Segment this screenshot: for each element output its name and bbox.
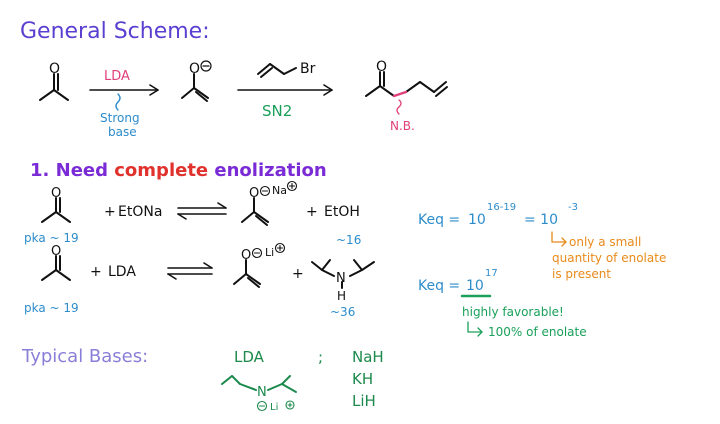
diisopropylamine-structure <box>311 259 375 289</box>
amine-h-label: H <box>337 289 346 303</box>
equilibrium-arrows-b <box>167 262 213 280</box>
new-bond-highlight <box>392 90 408 98</box>
enolate-b-negative-icon <box>251 247 263 259</box>
lda-positive-icon <box>285 400 295 410</box>
acetone-structure <box>39 73 69 101</box>
note-arrow-a <box>551 231 567 247</box>
section-heading: 1. Need complete enolization <box>30 160 327 181</box>
acetone-b <box>41 255 71 281</box>
enolate-a <box>241 197 269 226</box>
pka-right-a: ~16 <box>336 233 361 247</box>
svg-text:10: 10 <box>468 212 486 228</box>
note-a-line3: is present <box>552 267 611 281</box>
note-a-line2: quantity of enolate <box>552 251 666 265</box>
enolate-b-oxygen: O <box>241 248 251 263</box>
strong-base-note-1: Strong <box>100 111 140 125</box>
acetone-b-oxygen: O <box>51 244 61 259</box>
acetone-a <box>41 197 71 223</box>
base-nah: NaH <box>352 348 384 366</box>
acetone-a-oxygen: O <box>51 186 61 201</box>
enolate-oxygen: O <box>189 61 200 77</box>
reagent-lda-label: LDA <box>104 69 130 84</box>
pka-left-b: pka ~ 19 <box>24 301 79 315</box>
sodium-counterion: Na <box>272 184 287 197</box>
svg-text:17: 17 <box>485 268 498 279</box>
enolate-b <box>233 259 261 288</box>
sn2-label: SN2 <box>262 102 292 120</box>
base-lda: LDA <box>108 264 136 280</box>
page-title: General Scheme: <box>20 19 210 44</box>
new-bond-note: N.B. <box>390 119 415 133</box>
base-lih: LiH <box>352 392 376 410</box>
enolate-structure <box>181 73 209 102</box>
plus-b-2: + <box>292 266 304 282</box>
lda-negative-icon <box>256 400 268 412</box>
pka-left-a: pka ~ 19 <box>24 231 79 245</box>
base-etona: EtONa <box>118 204 162 220</box>
negative-charge-icon <box>200 60 212 72</box>
strong-base-note-2: base <box>108 125 137 139</box>
lda-li-label: Li <box>270 402 278 413</box>
sodium-positive-icon <box>286 180 298 192</box>
pka-right-b: ~36 <box>330 305 355 319</box>
product-oxygen: O <box>376 59 387 75</box>
reaction-arrow-1 <box>89 84 159 96</box>
oxygen-label: O <box>49 61 60 77</box>
note-b-line1: highly favorable! <box>462 305 564 319</box>
squiggle-mark <box>115 93 121 111</box>
amine-n-label: N <box>336 271 346 286</box>
allyl-bromide-structure <box>257 63 297 78</box>
lithium-positive-icon <box>274 242 286 254</box>
lithium-counterion: Li <box>265 246 274 259</box>
svg-text:10: 10 <box>466 278 484 294</box>
plus-a-2: + <box>306 204 318 220</box>
note-arrow-b <box>467 321 483 337</box>
svg-text:-3: -3 <box>568 202 578 213</box>
new-bond-squiggle <box>396 99 402 115</box>
svg-text:= 10: = 10 <box>524 212 558 228</box>
base-lda-green: LDA <box>234 348 265 366</box>
enolate-a-oxygen: O <box>249 186 259 201</box>
byproduct-etoh: EtOH <box>324 204 360 220</box>
product-structure <box>365 71 448 97</box>
svg-text:Keq =: Keq = <box>418 212 460 228</box>
enolate-a-negative-icon <box>259 185 271 197</box>
typical-bases-heading: Typical Bases: <box>21 346 148 367</box>
base-kh: KH <box>352 370 373 388</box>
note-a-line1: only a small <box>569 235 641 249</box>
lda-structure <box>221 375 297 393</box>
bromide-label: Br <box>300 61 316 77</box>
plus-a-1: + <box>104 204 116 220</box>
plus-b-1: + <box>90 264 102 280</box>
svg-text:16-19: 16-19 <box>487 202 516 213</box>
reaction-arrow-2 <box>237 84 333 96</box>
base-separator: ; <box>318 348 323 366</box>
equilibrium-arrows-a <box>177 202 227 220</box>
keq-a: Keq = 10 16-19 = 10 -3 <box>418 202 578 228</box>
svg-text:Keq =: Keq = <box>418 278 460 294</box>
keq-b: Keq = 10 17 <box>418 268 498 294</box>
lda-n-label: N <box>257 385 267 400</box>
note-b-line2: 100% of enolate <box>488 325 587 339</box>
